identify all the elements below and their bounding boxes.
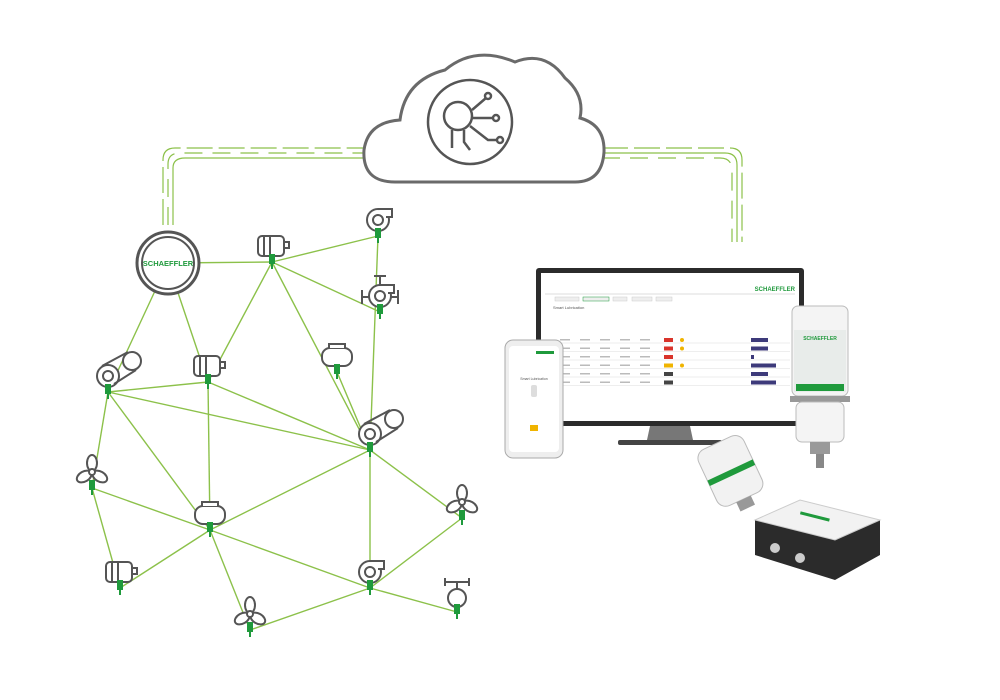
monitor-brand: SCHAEFFLER bbox=[755, 287, 796, 293]
lubricator-small bbox=[697, 435, 764, 512]
link-L-M bbox=[249, 587, 371, 631]
link-A-C bbox=[271, 261, 381, 313]
link-E-G bbox=[107, 391, 371, 451]
sensor-icon bbox=[205, 374, 211, 389]
lubricator-brand: SCHAEFFLER bbox=[803, 336, 837, 342]
link-L-N bbox=[369, 587, 458, 613]
valve-icon[interactable] bbox=[444, 578, 470, 619]
pump-icon[interactable] bbox=[358, 560, 385, 595]
sensor-icon bbox=[117, 580, 123, 595]
link-F-G bbox=[207, 381, 371, 451]
monitor-title: Smart Lubrication bbox=[553, 305, 584, 310]
sensor-icon bbox=[375, 228, 381, 243]
fan-icon[interactable] bbox=[233, 596, 267, 637]
cloud bbox=[362, 53, 606, 184]
status-indicator bbox=[664, 346, 673, 351]
sensor-icon bbox=[454, 604, 460, 619]
pump-icon[interactable] bbox=[366, 208, 393, 243]
link-E-F bbox=[107, 381, 209, 393]
tank-icon[interactable] bbox=[321, 343, 353, 379]
link-G-I bbox=[209, 449, 371, 531]
phone-title: Smart Lubrication bbox=[520, 377, 547, 381]
link-I-L bbox=[209, 529, 371, 589]
link-I-K bbox=[119, 529, 211, 589]
motor-icon[interactable] bbox=[105, 561, 138, 595]
network-links bbox=[91, 235, 463, 631]
roller-icon[interactable] bbox=[358, 409, 404, 457]
sensor-icon bbox=[377, 304, 383, 319]
sensor-icon bbox=[367, 442, 373, 457]
fan-icon[interactable] bbox=[445, 484, 479, 525]
sensor-icon bbox=[459, 510, 465, 525]
sensor-icon bbox=[105, 384, 111, 399]
lightbulb-circuit-icon bbox=[426, 78, 514, 166]
monitor-table bbox=[555, 338, 790, 386]
smartphone: Smart Lubrication bbox=[504, 339, 564, 459]
gateway-hub-icon[interactable]: SCHAEFFLER bbox=[135, 230, 201, 296]
sensor-icon bbox=[207, 522, 213, 537]
status-indicator bbox=[664, 372, 673, 376]
motor-icon[interactable] bbox=[193, 355, 226, 389]
hub-logo: SCHAEFFLER bbox=[143, 259, 194, 268]
link-J-L bbox=[369, 517, 463, 589]
valve-pump-icon[interactable] bbox=[361, 275, 399, 319]
fan-icon[interactable] bbox=[75, 454, 109, 495]
sensor-icon bbox=[269, 254, 275, 269]
sensor-icon bbox=[334, 364, 340, 379]
monitor: SCHAEFFLER Smart Lubrication bbox=[536, 268, 804, 445]
link-A-B bbox=[271, 235, 379, 263]
status-indicator bbox=[664, 380, 673, 385]
lubricator-tall: SCHAEFFLER bbox=[790, 305, 850, 468]
link-H-I bbox=[91, 487, 211, 531]
sensor-box bbox=[753, 499, 882, 580]
status-indicator bbox=[664, 338, 673, 342]
motor-icon[interactable] bbox=[257, 235, 290, 269]
network-nodes bbox=[75, 208, 479, 637]
sensor-icon bbox=[367, 580, 373, 595]
roller-icon[interactable] bbox=[96, 351, 142, 399]
link-B-G bbox=[369, 235, 379, 451]
sensor-icon bbox=[247, 622, 253, 637]
sensor-icon bbox=[89, 480, 95, 495]
cloud-connection-lines bbox=[162, 147, 743, 242]
status-indicator bbox=[664, 363, 673, 368]
status-indicator bbox=[664, 355, 673, 359]
link-E-I bbox=[107, 391, 211, 531]
tank-icon[interactable] bbox=[194, 501, 226, 537]
